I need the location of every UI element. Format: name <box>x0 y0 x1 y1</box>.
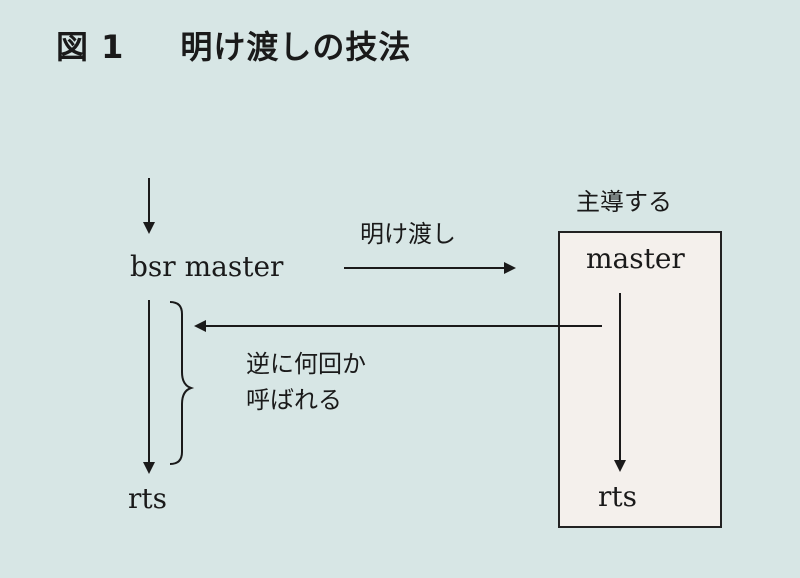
master-box <box>558 231 722 528</box>
brace <box>169 301 195 465</box>
right-rts-label: rts <box>598 480 638 513</box>
left-rts-label: rts <box>128 482 168 515</box>
callback-line-2: 呼ばれる <box>246 386 342 414</box>
bsr-master-label: bsr master <box>130 250 284 283</box>
right-master-label: master <box>586 242 685 275</box>
figure-title-text: 明け渡しの技法 <box>180 28 412 66</box>
figure-label: 図 1 <box>56 28 125 66</box>
callback-line-1: 逆に何回か <box>246 350 366 378</box>
figure-title: 図 1 明け渡しの技法 <box>56 22 411 68</box>
handoff-label: 明け渡し <box>360 220 456 248</box>
leading-caption: 主導する <box>576 188 672 216</box>
